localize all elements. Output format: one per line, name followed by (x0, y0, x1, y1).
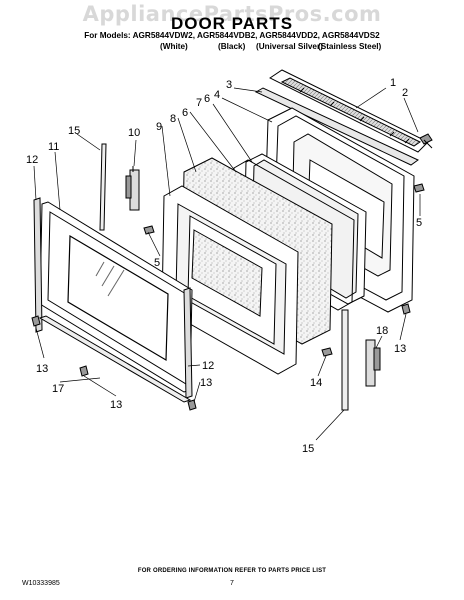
document-number: W10333985 (22, 580, 60, 587)
screw-13c-part (187, 399, 197, 411)
callout-8: 8 (170, 113, 176, 125)
callout-6a: 6 (204, 93, 210, 105)
page-number: 7 (230, 580, 234, 587)
hinge-upper-part (125, 166, 140, 211)
callout-2: 2 (402, 87, 408, 99)
callout-6b: 6 (182, 107, 188, 119)
callout-12b: 12 (202, 360, 214, 372)
callout-7: 7 (196, 97, 202, 109)
callout-12a: 12 (26, 154, 38, 166)
callout-10: 10 (128, 127, 140, 139)
callout-5b: 5 (416, 217, 422, 229)
handle-trim-part (254, 87, 419, 166)
model-list: For Models: AGR5844VDW2, AGR5844VDB2, AG… (84, 31, 380, 40)
bottom-trim-part (38, 315, 192, 403)
callout-13d: 13 (394, 343, 406, 355)
side-trim-upper-part (99, 143, 107, 231)
callout-1: 1 (390, 77, 396, 89)
callout-5a: 5 (154, 257, 160, 269)
site-watermark: AppliancePartsPros.com (82, 2, 382, 26)
callout-17: 17 (52, 383, 64, 395)
screw-13a-part (31, 315, 41, 327)
outer-glass-door-part (39, 201, 193, 393)
callout-13c: 13 (200, 377, 212, 389)
finish-universal-silver: (Universal Silver) (256, 42, 323, 51)
side-trim-lower-part (341, 309, 349, 411)
callout-18: 18 (376, 325, 388, 337)
screw-left-part (143, 225, 155, 235)
handle-screw-part (419, 133, 433, 149)
callout-13b: 13 (110, 399, 122, 411)
side-trim-right-part (183, 287, 193, 399)
screw-13d-part (401, 303, 411, 315)
page-title: DOOR PARTS (170, 14, 294, 33)
callout-15b: 15 (302, 443, 314, 455)
callout-9: 9 (156, 121, 162, 133)
finish-white: (White) (160, 42, 188, 51)
finish-black: (Black) (218, 42, 246, 51)
door-liner-part (161, 185, 299, 375)
hinge-lower-part (365, 339, 381, 387)
callout-4a: 4 (214, 89, 220, 101)
finish-stainless-steel: (Stainless Steel) (318, 42, 382, 51)
callout-11: 11 (48, 141, 59, 153)
callout-14: 14 (310, 377, 322, 389)
screw-13b-part (79, 365, 89, 377)
callout-13a: 13 (36, 363, 48, 375)
callout-15a: 15 (68, 125, 80, 137)
ordering-info: FOR ORDERING INFORMATION REFER TO PARTS … (137, 568, 327, 574)
callout-3: 3 (226, 79, 232, 91)
screw-14-part (321, 347, 333, 357)
screw-right-part (413, 183, 425, 193)
side-trim-left-part (33, 197, 43, 333)
